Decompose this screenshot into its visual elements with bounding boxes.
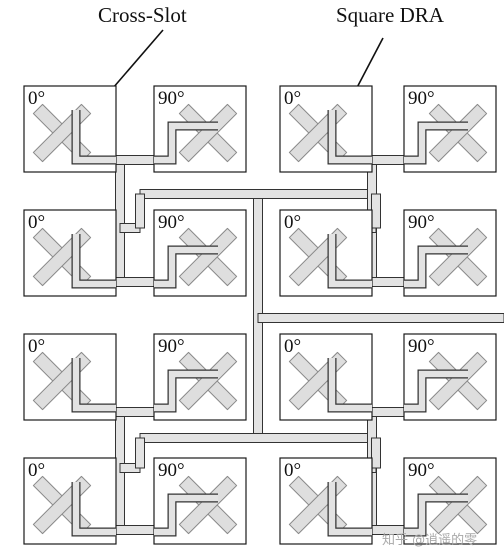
phase-label: 0° bbox=[28, 460, 45, 481]
antenna-cell: 90° bbox=[403, 209, 497, 297]
subarray-riser-line bbox=[371, 437, 381, 469]
phase-label: 0° bbox=[284, 212, 301, 233]
antenna-cell: 0° bbox=[23, 209, 117, 297]
phase-label: 90° bbox=[158, 336, 185, 357]
phase-label: 0° bbox=[284, 336, 301, 357]
antenna-cell: 90° bbox=[153, 209, 247, 297]
phase-label: 0° bbox=[284, 88, 301, 109]
subarray-trunk-line bbox=[115, 159, 125, 283]
feed-stub-fill bbox=[154, 494, 218, 536]
antenna-cell: 90° bbox=[153, 333, 247, 421]
feed-stub-fill bbox=[328, 110, 372, 164]
antenna-cell: 0° bbox=[23, 85, 117, 173]
cross-slot-label: Cross-Slot bbox=[98, 3, 187, 27]
antenna-cell: 90° bbox=[153, 457, 247, 545]
square-dra-label: Square DRA bbox=[336, 3, 445, 27]
subarray-riser-line bbox=[371, 193, 381, 229]
phase-label: 90° bbox=[408, 460, 435, 481]
feed-stub-fill bbox=[404, 122, 468, 164]
feed-stub-fill bbox=[328, 358, 372, 412]
lower-branch-line bbox=[139, 433, 377, 443]
feed-stub-fill bbox=[154, 246, 218, 288]
antenna-cell: 90° bbox=[403, 85, 497, 173]
antenna-cell: 0° bbox=[279, 457, 373, 545]
feed-stub-fill bbox=[328, 234, 372, 288]
cell-grid: 0° 90° 0° 90° 0° 90° 0° 90° 0° 90° 0° 90° 0° 90° 0° 90° bbox=[23, 85, 497, 545]
antenna-cell: 0° bbox=[23, 457, 117, 545]
antenna-cell: 90° bbox=[403, 457, 497, 545]
subarray-riser-line bbox=[135, 193, 145, 229]
feed-stub-fill bbox=[72, 234, 116, 288]
phase-label: 0° bbox=[28, 212, 45, 233]
feed-stub-fill bbox=[72, 110, 116, 164]
watermark: 知乎 @逍遥的零 bbox=[382, 532, 477, 548]
feed-stub-fill bbox=[404, 246, 468, 288]
feed-stub-fill bbox=[328, 482, 372, 536]
antenna-cell: 0° bbox=[279, 209, 373, 297]
phase-label: 90° bbox=[408, 88, 435, 109]
feed-stub-fill bbox=[154, 370, 218, 412]
phase-label: 0° bbox=[28, 88, 45, 109]
phase-label: 0° bbox=[284, 460, 301, 481]
feed-stub-fill bbox=[72, 482, 116, 536]
phase-label: 90° bbox=[158, 212, 185, 233]
phase-label: 90° bbox=[408, 212, 435, 233]
subarray-riser-line bbox=[135, 437, 145, 469]
antenna-cell: 90° bbox=[403, 333, 497, 421]
antenna-cell: 0° bbox=[279, 333, 373, 421]
phase-label: 90° bbox=[158, 460, 185, 481]
feed-stub-fill bbox=[404, 370, 468, 412]
antenna-cell: 90° bbox=[153, 85, 247, 173]
feed-stub-fill bbox=[72, 358, 116, 412]
antenna-cell: 0° bbox=[23, 333, 117, 421]
phase-label: 90° bbox=[158, 88, 185, 109]
feed-stub-fill bbox=[404, 494, 468, 536]
phase-label: 0° bbox=[28, 336, 45, 357]
upper-branch-line bbox=[139, 189, 377, 199]
phase-label: 90° bbox=[408, 336, 435, 357]
antenna-cell: 0° bbox=[279, 85, 373, 173]
feed-stub-fill bbox=[154, 122, 218, 164]
main-input-line bbox=[257, 313, 504, 323]
